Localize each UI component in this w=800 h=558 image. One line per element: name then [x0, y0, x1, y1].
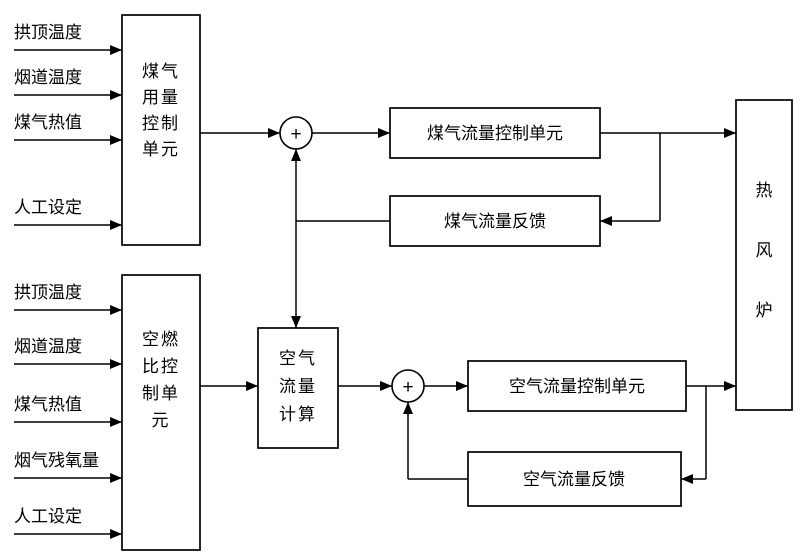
summing-junction-gas: +	[279, 116, 313, 150]
block-label-line: 控制	[142, 114, 180, 133]
block-frame	[389, 195, 601, 247]
block-label-line: 元	[152, 411, 171, 430]
block-label-line: 煤气	[142, 62, 180, 81]
block-air-flow-control: 空气流量控制单元	[467, 360, 687, 412]
air-loop-lines	[200, 381, 736, 484]
input-label: 烟道温度	[14, 68, 82, 87]
block-gas-usage-control: 煤气 用量 控制 单元	[121, 14, 201, 246]
block-label-line: 流量	[279, 377, 317, 396]
block-frame	[257, 327, 339, 449]
block-label-line: 炉	[756, 301, 773, 320]
block-gas-flow-feedback: 煤气流量反馈	[389, 195, 601, 247]
input-label: 拱顶温度	[14, 23, 82, 42]
input-label: 煤气热值	[14, 113, 82, 132]
block-label-line: 空燃	[142, 330, 180, 349]
gas-loop-lines	[200, 128, 736, 328]
input-label: 煤气热值	[14, 395, 82, 414]
block-frame	[121, 274, 201, 551]
input-label: 烟气残氧量	[14, 451, 99, 470]
plus-symbol: +	[402, 377, 413, 398]
block-air-fuel-ratio-control: 空燃 比控 制单 元	[121, 274, 201, 551]
inputs-air-group: 拱顶温度 烟道温度 煤气热值 烟气残氧量 人工设定	[14, 283, 122, 539]
inputs-gas-group: 拱顶温度 烟道温度 煤气热值 人工设定	[14, 23, 122, 230]
block-frame	[121, 14, 201, 246]
block-label-line: 风	[756, 241, 773, 260]
input-label: 人工设定	[14, 198, 82, 217]
input-label: 拱顶温度	[14, 283, 82, 302]
input-label: 人工设定	[14, 507, 82, 526]
block-label-line: 热	[756, 181, 773, 200]
block-gas-flow-control: 煤气流量控制单元	[389, 107, 601, 159]
block-frame	[467, 360, 687, 412]
block-label: 煤气流量控制单元	[427, 124, 563, 143]
block-frame	[467, 451, 682, 507]
block-label: 空气流量控制单元	[509, 377, 645, 396]
block-label: 煤气流量反馈	[444, 212, 546, 231]
block-air-flow-feedback: 空气流量反馈	[467, 451, 682, 507]
block-label-line: 空气	[279, 349, 317, 368]
block-air-flow-calc: 空气 流量 计算	[257, 327, 339, 449]
plus-symbol: +	[290, 124, 301, 145]
block-label-line: 制单	[142, 384, 180, 403]
block-label-line: 计算	[279, 405, 317, 424]
block-label-line: 单元	[142, 140, 180, 159]
block-hot-blast-stove: 热 风 炉	[735, 99, 793, 411]
block-label: 空气流量反馈	[523, 470, 625, 489]
input-label: 烟道温度	[14, 337, 82, 356]
summing-junction-air: +	[391, 369, 425, 403]
block-frame	[735, 99, 793, 411]
block-frame	[389, 107, 601, 159]
block-label-line: 用量	[142, 88, 180, 107]
block-label-line: 比控	[142, 357, 180, 376]
